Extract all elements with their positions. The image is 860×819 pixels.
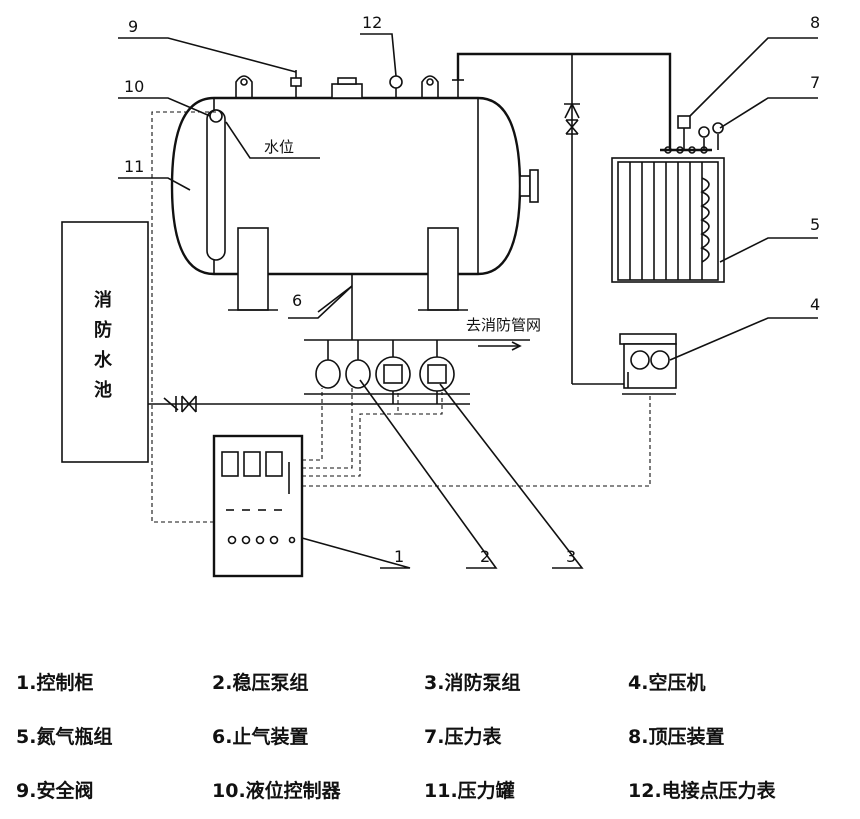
callout-4: 4: [810, 295, 820, 314]
callout-1: 1: [394, 547, 404, 566]
pool-label-4: 池: [94, 379, 112, 401]
callout-5: 5: [810, 215, 820, 234]
callout-8: 8: [810, 13, 820, 32]
callout-9: 9: [128, 17, 138, 36]
pressure-tank: [170, 70, 539, 311]
control-cabinet: [212, 434, 304, 578]
legend-item-4: 4.空压机: [628, 672, 706, 694]
legend-item-1: 1.控制柜: [16, 672, 94, 694]
water-level-label: 水位: [264, 138, 294, 156]
legend-item-10: 10.液位控制器: [212, 780, 341, 802]
legend-item-3: 3.消防泵组: [424, 672, 521, 694]
callout-11: 11: [124, 157, 144, 176]
fire-pool: 消 防 水 池: [61, 221, 149, 463]
pipework: [148, 52, 672, 413]
callout-6: 6: [292, 291, 302, 310]
legend-item-6: 6.止气装置: [212, 726, 309, 748]
pump-group: [315, 340, 455, 404]
signal-wiring: [151, 111, 651, 523]
legend-item-11: 11.压力罐: [424, 780, 515, 802]
legend-item-5: 5.氮气瓶组: [16, 726, 113, 748]
callout-3: 3: [566, 547, 576, 566]
nitrogen-cylinder-group: [611, 115, 725, 283]
to-network-label: 去消防管网: [466, 316, 541, 334]
water-level: 水位: [225, 121, 320, 159]
callout-7: 7: [810, 73, 820, 92]
legend-item-2: 2.稳压泵组: [212, 672, 309, 694]
air-compressor: [619, 333, 677, 395]
callout-numbers: 9 12 10 11 6 8 7 5 4 1 2 3: [124, 13, 820, 566]
legend-item-7: 7.压力表: [424, 726, 502, 748]
system-diagram: 消 防 水 池: [61, 13, 820, 578]
legend-item-8: 8.顶压装置: [628, 726, 725, 748]
pool-label-1: 消: [94, 289, 112, 311]
callout-leaders: [118, 33, 818, 569]
pool-label-3: 水: [94, 349, 113, 371]
legend-item-12: 12.电接点压力表: [628, 780, 776, 802]
pool-label-2: 防: [94, 319, 112, 341]
callout-2: 2: [480, 547, 490, 566]
callout-10: 10: [124, 77, 144, 96]
legend-item-9: 9.安全阀: [16, 780, 94, 802]
callout-12: 12: [362, 13, 382, 32]
